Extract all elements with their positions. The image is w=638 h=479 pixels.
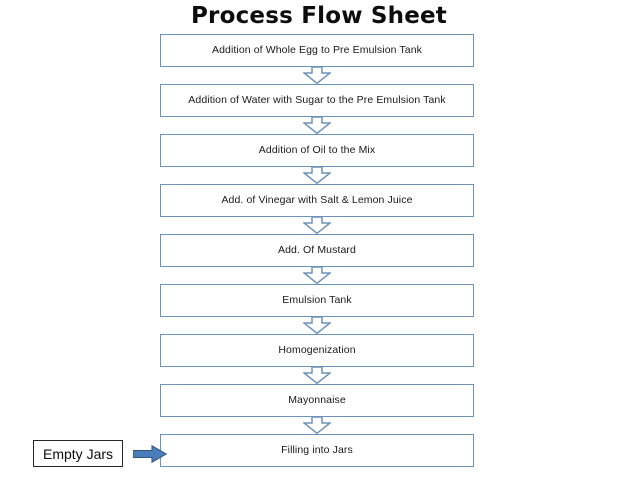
- page-title: Process Flow Sheet: [190, 3, 447, 29]
- flow-step-box[interactable]: Add. Of Mustard: [160, 234, 474, 267]
- flow-step-box[interactable]: Addition of Whole Egg to Pre Emulsion Ta…: [160, 34, 474, 67]
- flow-step-box[interactable]: Filling into Jars: [160, 434, 474, 467]
- flow-step-label: Addition of Whole Egg to Pre Emulsion Ta…: [211, 44, 423, 57]
- flow-step-label: Add. Of Mustard: [278, 244, 356, 257]
- flow-step-label: Add. of Vinegar with Salt & Lemon Juice: [221, 194, 413, 207]
- down-arrow-icon: [160, 267, 474, 284]
- flow-step-box[interactable]: Add. of Vinegar with Salt & Lemon Juice: [160, 184, 474, 217]
- down-arrow-icon: [160, 167, 474, 184]
- flow-step-box[interactable]: Addition of Water with Sugar to the Pre …: [160, 84, 474, 117]
- flow-step-label: Emulsion Tank: [282, 294, 352, 307]
- down-arrow-icon: [160, 417, 474, 434]
- flow-step-box[interactable]: Mayonnaise: [160, 384, 474, 417]
- process-flow-diagram: Addition of Whole Egg to Pre Emulsion Ta…: [160, 34, 474, 467]
- empty-jars-box[interactable]: Empty Jars: [33, 440, 124, 467]
- empty-jars-input-group: Empty Jars: [33, 440, 168, 467]
- flow-step-box[interactable]: Emulsion Tank: [160, 284, 474, 317]
- down-arrow-icon: [160, 317, 474, 334]
- flow-step-label: Homogenization: [278, 344, 356, 357]
- down-arrow-icon: [160, 67, 474, 84]
- down-arrow-icon: [160, 367, 474, 384]
- flow-step-label: Mayonnaise: [288, 394, 346, 407]
- down-arrow-icon: [160, 117, 474, 134]
- down-arrow-icon: [160, 217, 474, 234]
- flow-step-label: Addition of Oil to the Mix: [258, 144, 376, 157]
- flow-step-label: Addition of Water with Sugar to the Pre …: [188, 94, 446, 107]
- flow-step-label: Filling into Jars: [281, 444, 353, 457]
- empty-jars-label: Empty Jars: [43, 445, 114, 462]
- flow-step-box[interactable]: Addition of Oil to the Mix: [160, 134, 474, 167]
- flow-step-box[interactable]: Homogenization: [160, 334, 474, 367]
- right-arrow-icon: [133, 444, 168, 463]
